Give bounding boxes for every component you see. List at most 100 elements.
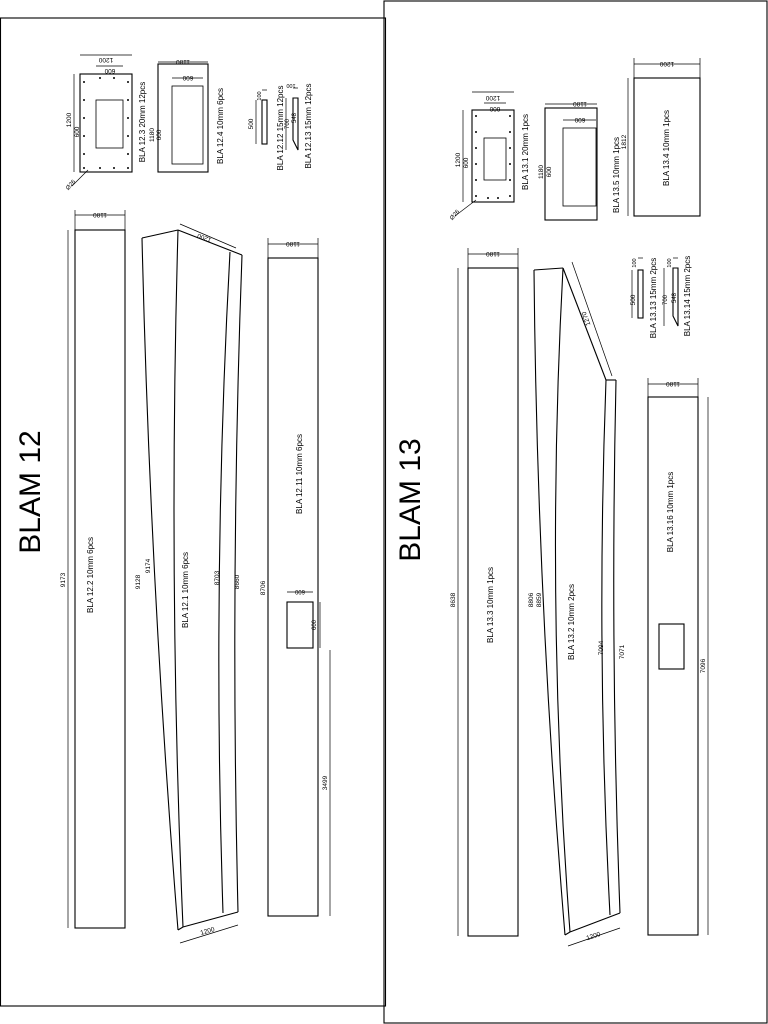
dim-outer-right: 8660	[234, 574, 241, 589]
stiffener-outline	[637, 269, 644, 319]
dim-hole-width: 600	[294, 588, 305, 594]
dim-hole-height: 600	[312, 619, 318, 630]
dim-outer-left: 9128	[135, 574, 142, 589]
hole-outline	[286, 601, 314, 649]
dim-height-2: 548	[672, 292, 678, 303]
flange-outer	[157, 63, 209, 173]
part-label: BLA 13.1 20mm 1pcs	[521, 114, 530, 190]
part-bla-13-16: 1180 7096 BLA 13.16 10mm 1pcs	[647, 378, 709, 936]
part-label: BLA 12.2 10mm 6pcs	[86, 537, 95, 613]
dim-height-1: 700	[663, 294, 669, 305]
plate-outline	[647, 396, 699, 936]
dim-length-label: 1812	[621, 134, 628, 149]
dim-line-bottom	[179, 924, 239, 944]
dim-width: 100	[257, 91, 263, 100]
part-label: BLA 12.11 10mm 6pcs	[295, 434, 304, 514]
curve-inner-right	[601, 379, 611, 916]
dim-width-label: 1200	[659, 60, 674, 67]
part-label: BLA 13.3 10mm 1pcs	[486, 567, 495, 643]
sheet-blam-12: BLAM 12 1180 9173 BLA 12.2 10mm 6pcs 120…	[0, 17, 387, 1007]
dim-height: 1200	[455, 152, 462, 167]
plate-outline	[633, 77, 701, 217]
dim-inner-left: 8859	[536, 592, 543, 607]
dim-inner: 600	[182, 74, 193, 81]
plate-outline	[74, 229, 126, 929]
flange-outer	[471, 109, 515, 203]
dim-outer-left: 8806	[528, 592, 535, 607]
part-bla-12-11: 1180 8706 600 600 3499 BLA 12.11 10mm 6p…	[260, 238, 331, 917]
part-bla-13-2: 1270 1200 8806 8859 7094 7071 BLA 13.2 1…	[528, 261, 626, 947]
sheet-border-right	[383, 0, 768, 1024]
flange-outer	[544, 107, 598, 221]
dim-inner-right: 7094	[598, 640, 605, 655]
dim-width-label: 1180	[286, 240, 300, 247]
part-label: BLA 12.4 10mm 6pcs	[216, 88, 225, 164]
sheet-border-left	[0, 17, 387, 1007]
part-bla-12-4: 1180 600 1180 600 BLA 12.4 10mm 6pcs	[149, 58, 225, 173]
part-label: BLA 12.3 20mm 12pcs	[138, 82, 147, 163]
flange-inner	[483, 137, 507, 181]
dim-inner-height: 600	[463, 157, 470, 168]
part-label: BLA 13.13 15mm 2pcs	[649, 258, 658, 339]
dim-height-1: 700	[285, 118, 291, 129]
part-label: BLA 12.12 15mm 12pcs	[276, 86, 285, 171]
dim-hole: Ø26	[449, 209, 461, 222]
dim-outer: 1180	[573, 100, 587, 107]
curve-inner-left	[554, 267, 571, 933]
dim-height: 500	[630, 294, 637, 305]
dim-height: 1180	[538, 165, 545, 179]
part-label: BLA 13.4 10mm 1pcs	[662, 110, 671, 186]
part-label: BLA 12.1 10mm 6pcs	[181, 552, 190, 628]
bolt-holes	[83, 77, 129, 169]
sheet-title-blam-13: BLAM 13	[394, 438, 427, 561]
plate-outline	[467, 267, 519, 937]
part-bla-13-5: 1180 600 1180 600 BLA 13.5 10mm 1pcs	[538, 100, 621, 221]
dim-height: 1200	[66, 112, 73, 127]
curve-outer-left	[533, 269, 566, 936]
curve-outer-left	[141, 237, 179, 931]
dim-inner: 600	[104, 67, 115, 74]
part-label: BLA 13.16 10mm 1pcs	[666, 472, 675, 553]
part-bla-13-13: 500 100 BLA 13.13 15mm 2pcs	[630, 257, 658, 339]
plate-outline	[267, 257, 319, 917]
part-label: BLA 13.14 15mm 2pcs	[683, 256, 692, 337]
dim-inner: 600	[574, 116, 585, 123]
dim-bottom-label: 1200	[200, 926, 216, 937]
part-bla-12-2: 1180 9173 BLA 12.2 10mm 6pcs	[60, 210, 126, 929]
bolt-holes	[475, 115, 511, 199]
dim-height: 500	[248, 118, 255, 129]
dim-inner-left: 9174	[145, 558, 152, 573]
sheet-title-blam-12: BLAM 12	[14, 430, 47, 553]
dim-inner: 600	[489, 105, 500, 112]
dim-height: 1180	[149, 128, 156, 142]
dim-top-label: 1200	[196, 232, 212, 244]
dim-hole: Ø26	[65, 179, 77, 192]
curve-outer-right	[613, 379, 621, 914]
dim-width-label: 1180	[666, 380, 680, 387]
dim-inner-right: 8703	[214, 570, 221, 585]
dim-top-label: 1270	[581, 310, 593, 326]
part-label: BLA 13.2 10mm 2pcs	[567, 584, 576, 660]
flange-inner	[171, 85, 204, 165]
part-bla-12-12: 500 100 BLA 12.12 15mm 12pcs	[248, 86, 285, 171]
dim-outer-right: 7071	[619, 644, 626, 659]
curve-inner-right	[218, 251, 231, 914]
dim-line-bottom	[567, 927, 621, 947]
flange-inner	[562, 127, 597, 207]
part-bla-13-14: 700 548 100 BLA 13.14 15mm 2pcs	[663, 256, 692, 337]
dim-height-2: 548	[292, 112, 298, 123]
dim-outer: 1200	[485, 94, 500, 101]
dim-outer: 1180	[176, 58, 190, 65]
dim-inner-height: 600	[156, 129, 163, 140]
dim-width-label: 1180	[486, 250, 500, 257]
part-bla-12-3: 1200 600 1200 600 Ø26 BLA 12.3 20mm 12pc…	[65, 54, 147, 192]
sheet-blam-13: BLAM 13 1180 8638 BLA 13.3 10mm 1pcs 127…	[383, 0, 768, 1024]
dim-width: 100	[667, 258, 673, 267]
dim-width-label: 1180	[93, 211, 107, 218]
dim-inner-height: 600	[74, 126, 81, 137]
part-label: BLA 12.13 15mm 12pcs	[304, 84, 313, 169]
hole-outline	[658, 623, 685, 670]
stiffener-outline	[672, 267, 679, 327]
part-bla-12-13: 700 548 100 BLA 12.13 15mm 12pcs	[285, 82, 313, 168]
